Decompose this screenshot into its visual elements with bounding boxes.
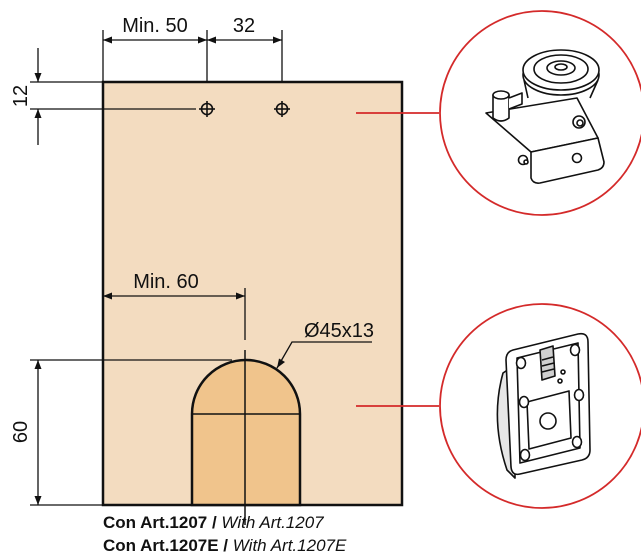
dim-32: 32 <box>233 15 255 37</box>
dim-hole: Ø45x13 <box>304 320 374 342</box>
dim-60-lines <box>30 359 232 506</box>
caption-1-bold: Con Art.1207 / <box>103 513 217 532</box>
caption-line-2: Con Art.1207E / With Art.1207E <box>103 536 346 556</box>
dim-12: 12 <box>10 85 32 107</box>
hole-marker-right <box>274 101 290 117</box>
bracket-hinge-illustration <box>485 49 605 184</box>
dim-hole-leader <box>276 341 372 369</box>
dim-60-arrows <box>34 360 42 505</box>
caption-2-bold: Con Art.1207E / <box>103 536 229 555</box>
recess-cutout <box>190 358 302 507</box>
caption-line-1: Con Art.1207 / With Art.1207 <box>103 513 324 533</box>
dim-min-60-lines <box>103 288 246 340</box>
dim-60: 60 <box>10 421 32 443</box>
dim-hole-arrow <box>277 358 285 368</box>
dim-12-arrows <box>34 73 42 118</box>
hole-marker-left <box>199 101 215 117</box>
plate-hinge-illustration <box>496 332 591 479</box>
dim-min-60: Min. 60 <box>133 271 199 293</box>
top-dimension-arrows <box>103 36 282 44</box>
dim-min-50: Min. 50 <box>122 15 188 37</box>
caption-2-italic: With Art.1207E <box>232 536 347 555</box>
dim-min-60-arrows <box>103 292 245 300</box>
caption-1-italic: With Art.1207 <box>221 513 324 532</box>
top-dimension-lines <box>102 30 283 82</box>
